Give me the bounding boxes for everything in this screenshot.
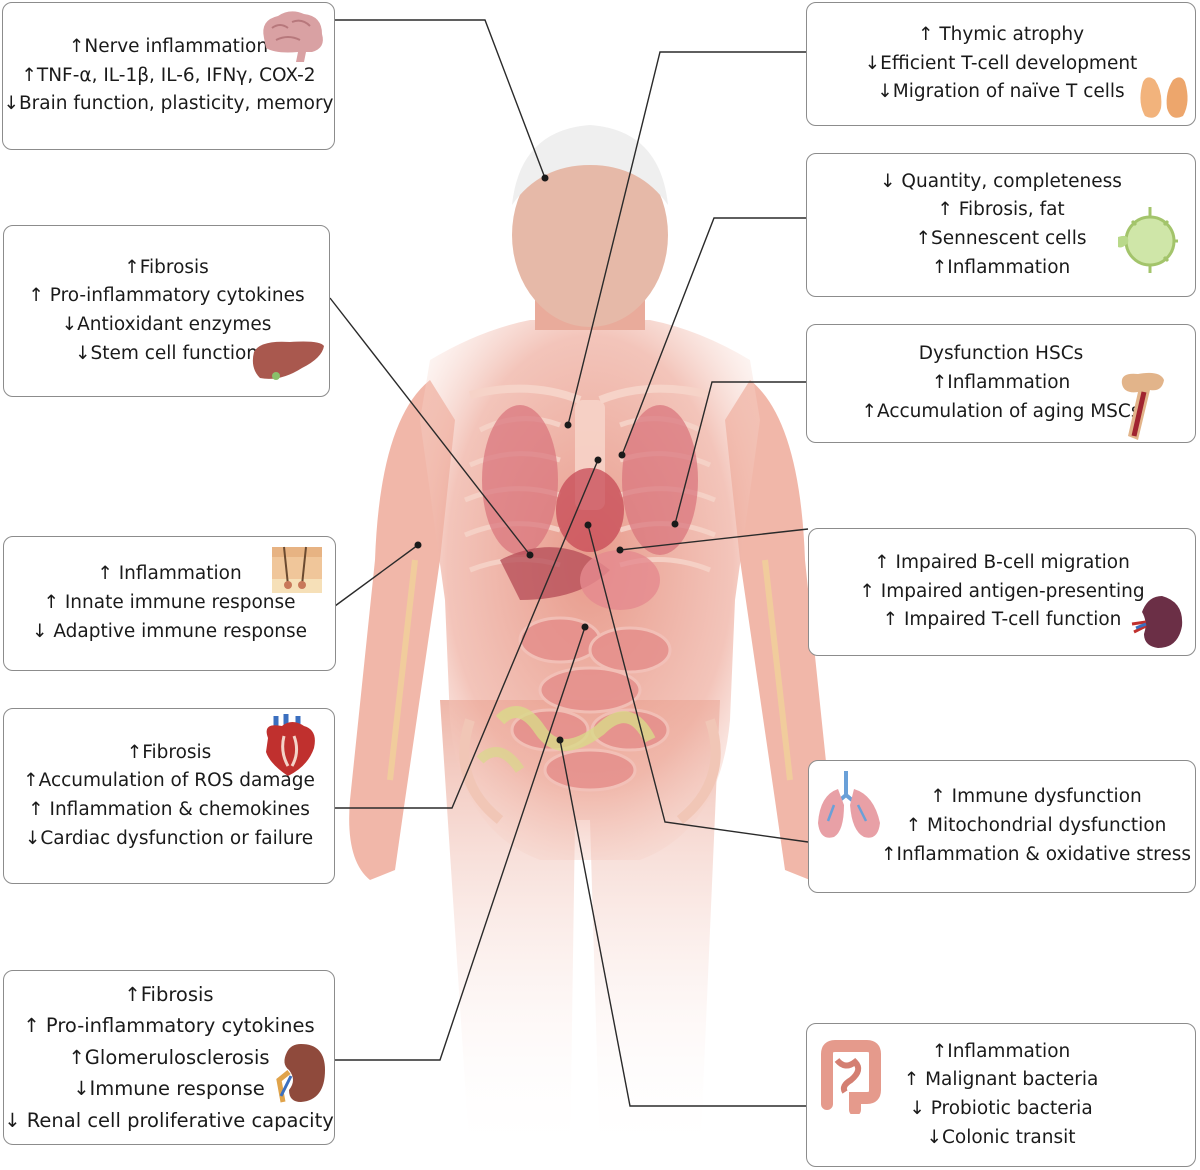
leader-dot-thymus (564, 421, 572, 429)
leader-line-brain (335, 19, 546, 179)
panel-line: ↓Brain function, plasticity, memory (3, 93, 334, 115)
panel-spleen: ↑ Impaired B-cell migration ↑ Impaired a… (808, 528, 1196, 656)
panel-line: ↑ Fibrosis, fat (937, 199, 1065, 221)
brain-icon (263, 11, 323, 62)
leader-dot-skin (414, 541, 422, 549)
panel-heart: ↑Fibrosis ↑Accumulation of ROS damage ↑ … (3, 708, 335, 884)
leader-line-lymph (621, 217, 806, 456)
panel-line: ↑Fibrosis (124, 256, 209, 278)
panel-line: ↑Accumulation of aging MSCs (861, 400, 1141, 422)
kidney-icon (276, 1044, 325, 1103)
liver-icon (252, 341, 324, 380)
panel-line: ↑ Pro-inflammatory cytokines (23, 1014, 315, 1038)
panel-thymus: ↑ Thymic atrophy ↓Efficient T-cell devel… (806, 2, 1196, 126)
leader-line-gut (559, 739, 806, 1107)
panel-line: ↑ Inflammation (97, 563, 242, 585)
lymph-node-icon (1118, 207, 1178, 273)
panel-line: ↑ Pro-inflammatory cytokines (28, 285, 305, 307)
heart-icon (266, 714, 315, 776)
leader-dot-heart (594, 456, 602, 464)
panel-line: ↑ Impaired antigen-presenting (859, 580, 1145, 602)
panel-line: ↑ Immune dysfunction (930, 786, 1142, 808)
panel-line: ↑ Thymic atrophy (917, 23, 1085, 45)
panel-line: ↑ Inflammation & chemokines (28, 799, 310, 820)
panel-line: ↑Accumulation of ROS damage (23, 770, 315, 792)
panel-line: ↑ Impaired B-cell migration (874, 551, 1130, 573)
leader-dot-brain (541, 174, 549, 182)
panel-line: ↓Antioxidant enzymes (61, 314, 272, 335)
lungs-icon (818, 771, 880, 838)
leader-dot-spleen (616, 546, 624, 554)
panel-line: ↓ Adaptive immune response (31, 620, 308, 642)
panel-line: ↓ Probiotic bacteria (909, 1098, 1093, 1119)
panel-kidney: ↑Fibrosis ↑ Pro-inflammatory cytokines ↑… (3, 970, 335, 1145)
panel-line: ↑Glomerulosclerosis (68, 1045, 270, 1069)
spleen-icon (1131, 596, 1183, 648)
panel-line: ↑Inflammation (931, 372, 1071, 394)
panel-line: ↓Immune response (73, 1077, 265, 1101)
panel-line: ↓Cardiac dysfunction or failure (24, 827, 314, 849)
panel-line: ↑Fibrosis (126, 741, 212, 763)
panel-line: ↑Inflammation (931, 1040, 1071, 1062)
leader-dot-bone (671, 520, 679, 528)
intestine-icon (821, 1040, 881, 1114)
leader-line-liver (329, 297, 531, 556)
panel-line: ↓Stem cell function (74, 342, 259, 364)
leader-line-skin (334, 544, 419, 607)
thymus-icon (1140, 77, 1188, 118)
leader-line-lung (587, 524, 809, 843)
skin-icon (272, 546, 322, 593)
panel-line: ↓Migration of naïve T cells (877, 81, 1125, 103)
leader-dot-lymph (618, 451, 626, 459)
panel-line: ↓Efficient T-cell development (864, 52, 1138, 74)
panel-line: ↓Colonic transit (926, 1126, 1076, 1148)
panel-line: ↑TNF-α, IL-1β, IL-6, IFNγ, COX-2 (21, 64, 316, 86)
panel-line: ↑Sennescent cells (915, 228, 1087, 249)
leader-dot-gut (556, 736, 564, 744)
leader-dot-lung (584, 521, 592, 529)
panel-line: ↑ Mitochondrial dysfunction (905, 815, 1167, 837)
leader-dot-liver (526, 551, 534, 559)
panel-line: ↑Fibrosis (124, 982, 214, 1006)
panel-line: ↑ Impaired T-cell function (882, 609, 1122, 631)
panel-line: ↓ Quantity, completeness (880, 170, 1122, 192)
bone-marrow-icon (1121, 372, 1164, 440)
leader-line-kidney (335, 626, 586, 1061)
panel-line: ↑Inflammation & oxidative stress (881, 843, 1191, 865)
panel-line: ↑Nerve inflammation (68, 35, 269, 57)
leader-line-heart (325, 459, 599, 809)
panel-line: ↓ Renal cell proliferative capacity (4, 1108, 334, 1132)
leader-line-thymus (567, 51, 806, 426)
panel-line: Dysfunction HSCs (918, 343, 1084, 365)
leader-line-bone (674, 381, 806, 525)
leader-dot-kidney (581, 623, 589, 631)
panel-line: ↑ Malignant bacteria (903, 1069, 1099, 1091)
panel-line: ↑ Innate immune response (43, 592, 296, 614)
panel-line: ↑Inflammation (931, 256, 1071, 278)
leader-line-spleen (619, 528, 809, 551)
